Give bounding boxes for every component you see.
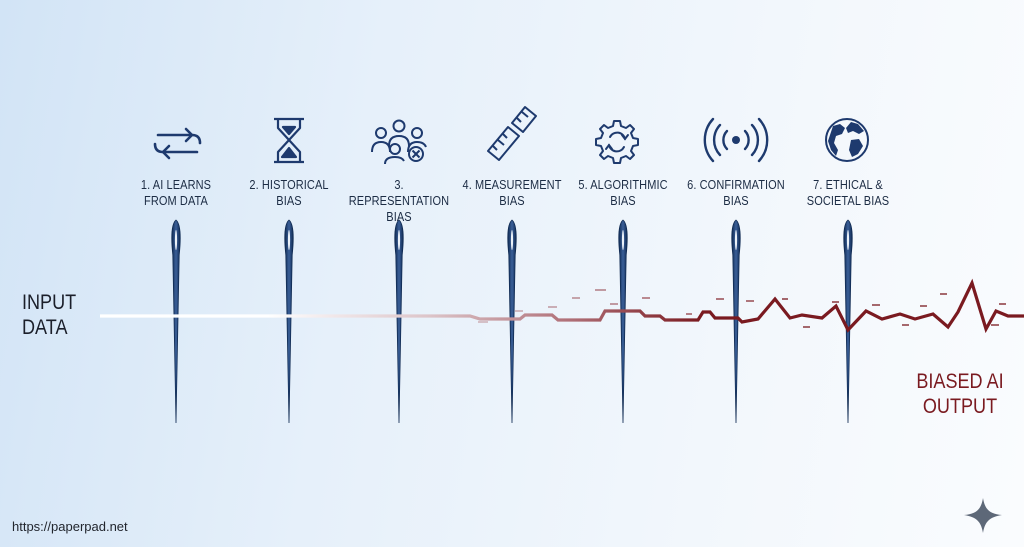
stage-label-line: 7. ETHICAL & (813, 178, 883, 192)
broadcast-icon (703, 117, 769, 163)
stage-label-4: 4. MEASUREMENT BIAS (457, 177, 566, 209)
input-data-label: INPUT DATA (22, 291, 77, 339)
ruler-icon (487, 106, 537, 161)
needle-6 (731, 219, 741, 424)
stage-label-line: FROM DATA (144, 194, 208, 208)
stage-label-line: 1. AI LEARNS (140, 178, 212, 192)
stage-label-1: 1. AI LEARNS FROM DATA (121, 177, 230, 209)
footer-url: https://paperpad.net (12, 519, 128, 534)
stage-label-line: BIAS (386, 210, 412, 224)
needle-1 (171, 219, 181, 424)
stage-label-2: 2. HISTORICAL BIAS (234, 177, 343, 209)
people-group-icon (371, 119, 427, 165)
stage-label-line: 3. REPRESENTATION (348, 178, 450, 208)
stage-label-line: BIAS (723, 194, 749, 208)
stage-label-line: SOCIETAL BIAS (806, 194, 890, 208)
stage-label-line: 5. ALGORITHMIC (578, 178, 668, 192)
hourglass-icon (274, 117, 304, 164)
stage-label-line: 6. CONFIRMATION (687, 178, 785, 192)
stage-label-line: BIAS (276, 194, 302, 208)
stage-label-line: BIAS (610, 194, 636, 208)
gear-cycle-icon (595, 120, 639, 164)
data-thread-line (100, 278, 1024, 334)
stage-label-line: 4. MEASUREMENT (462, 178, 562, 192)
needle-5 (618, 219, 628, 424)
stage-label-3: 3. REPRESENTATION BIAS (344, 177, 453, 225)
needle-3 (394, 219, 404, 424)
needle-2 (284, 219, 294, 424)
needle-group (171, 219, 853, 424)
stage-label-7: 7. ETHICAL & SOCIETAL BIAS (793, 177, 902, 209)
needle-7 (843, 219, 853, 424)
stage-label-line: 2. HISTORICAL (249, 178, 329, 192)
noise-tick-marks (478, 289, 1006, 328)
biased-output-label: BIASED AI OUTPUT (916, 370, 1004, 418)
refresh-loop-icon (153, 127, 202, 160)
sparkle-logo-icon (964, 498, 1002, 533)
globe-icon (825, 118, 869, 162)
stage-label-6: 6. CONFIRMATION BIAS (681, 177, 790, 209)
stage-label-line: BIAS (499, 194, 525, 208)
needle-4 (507, 219, 517, 424)
stage-label-5: 5. ALGORITHMIC BIAS (568, 177, 677, 209)
